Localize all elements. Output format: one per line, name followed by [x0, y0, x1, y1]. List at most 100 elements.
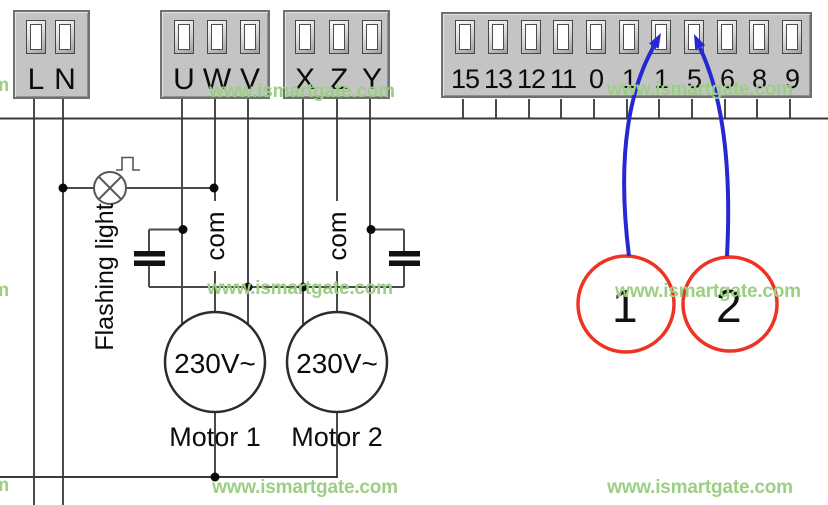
terminal-opening: [59, 24, 71, 50]
junction-dot: [366, 225, 376, 234]
pulse-icon: [116, 156, 140, 171]
terminal-opening: [299, 24, 311, 50]
terminal-opening: [244, 24, 256, 50]
step1-number: 1: [612, 280, 638, 332]
terminal-label-L: L: [27, 63, 45, 96]
terminal-label-1b: 1: [653, 64, 669, 94]
terminal-label-15: 15: [450, 64, 480, 94]
terminal-opening: [557, 24, 569, 50]
terminal-opening: [366, 24, 378, 50]
terminal-opening: [590, 24, 602, 50]
arrow1-head-icon: [649, 33, 661, 49]
step-markers: [576, 254, 779, 354]
step1-circle: [576, 254, 676, 354]
terminal-label-N: N: [54, 63, 76, 96]
motor2-rating: 230V~: [296, 348, 378, 379]
pointer-arrows: [622, 45, 731, 257]
capacitor2-plate: [389, 260, 420, 266]
step2-circle: [681, 255, 779, 353]
com-label-motor2: com: [322, 201, 352, 271]
terminal-opening: [753, 24, 765, 50]
terminal-label-0: 0: [588, 64, 604, 94]
terminal-label-Y: Y: [361, 63, 382, 96]
terminal-opening: [30, 24, 42, 50]
terminal-label-11: 11: [549, 64, 577, 94]
terminal-label-W: W: [202, 63, 232, 96]
terminal-label-8: 8: [751, 64, 767, 94]
terminal-opening: [721, 24, 733, 50]
terminal-window: [717, 20, 737, 54]
terminal-label-U: U: [173, 63, 195, 96]
terminal-opening: [333, 24, 345, 50]
junction-dot: [209, 183, 219, 193]
terminal-window: [455, 20, 475, 54]
terminal-label-12: 12: [516, 64, 546, 94]
watermark-fragment: www.ismartgate.com: [0, 75, 9, 96]
terminal-window: [488, 20, 508, 54]
terminal-window: [295, 20, 315, 54]
motor1-circle: [163, 310, 267, 414]
capacitor1-plate: [134, 260, 165, 266]
terminal-block-motor1: U W V: [160, 10, 270, 99]
lamp-cross-icon: [97, 175, 123, 201]
watermark-fragment: www.ismartgate.com: [0, 280, 9, 301]
terminal-label-9: 9: [784, 64, 800, 94]
terminal-block-control: 15 13 12 11 0 1 1 5 6 8 9: [441, 12, 812, 98]
terminal-block-power: L N: [13, 10, 90, 99]
step2-number: 2: [716, 280, 742, 332]
terminal-opening: [623, 24, 635, 50]
watermark: www.ismartgate.com: [615, 281, 801, 302]
capacitors: [134, 251, 420, 266]
motors: [163, 310, 389, 414]
junction-dot: [298, 282, 308, 292]
junction-dots: [58, 183, 376, 482]
terminal-label-V: V: [239, 63, 260, 96]
com-label-motor1: com: [200, 201, 230, 271]
junction-dot: [243, 282, 253, 292]
terminal-label-X: X: [294, 63, 315, 96]
terminal-window: [521, 20, 541, 54]
terminal-window: [553, 20, 573, 54]
terminal-opening: [492, 24, 504, 50]
watermark: www.ismartgate.com: [209, 81, 395, 102]
watermark: www.ismartgate.com: [607, 477, 793, 498]
lamp-symbol: [93, 156, 140, 205]
terminal-label-6: 6: [719, 64, 735, 94]
junction-dot: [210, 472, 220, 482]
terminal-opening: [211, 24, 223, 50]
terminal-window: [749, 20, 769, 54]
motor2-name: Motor 2: [291, 422, 383, 452]
terminal-window: [207, 20, 227, 54]
terminal-window: [240, 20, 260, 54]
terminal-label-Z: Z: [329, 63, 349, 96]
terminal-window: [55, 20, 75, 54]
terminal-window: [26, 20, 46, 54]
terminal-window: [329, 20, 349, 54]
capacitor1-plate: [134, 251, 165, 257]
flashing-light-label: Flashing light: [91, 203, 119, 351]
motor1-rating: 230V~: [174, 348, 256, 379]
terminal-window: [174, 20, 194, 54]
terminal-label-1a: 1: [621, 64, 637, 94]
terminal-label-5: 5: [686, 64, 702, 94]
watermark: www.ismartgate.com: [207, 278, 393, 299]
terminal-window: [362, 20, 382, 54]
terminal-opening: [786, 24, 798, 50]
junction-dot: [58, 183, 68, 193]
terminal-window: [619, 20, 639, 54]
terminal-opening: [525, 24, 537, 50]
terminal-window: [586, 20, 606, 54]
watermark: www.ismartgate.com: [212, 477, 398, 498]
arrow2-curve: [698, 47, 731, 257]
watermark: www.ismartgate.com: [607, 79, 793, 100]
watermark-fragment: www.ismartgate.com: [0, 475, 9, 496]
terminal-window: [782, 20, 802, 54]
terminal-block-motor2: X Z Y: [283, 10, 390, 99]
junction-dot: [178, 225, 188, 234]
terminal-opening: [178, 24, 190, 50]
arrow2-head-icon: [694, 34, 706, 50]
arrow1-curve: [622, 45, 656, 257]
pointer-arrowheads: [649, 33, 706, 50]
